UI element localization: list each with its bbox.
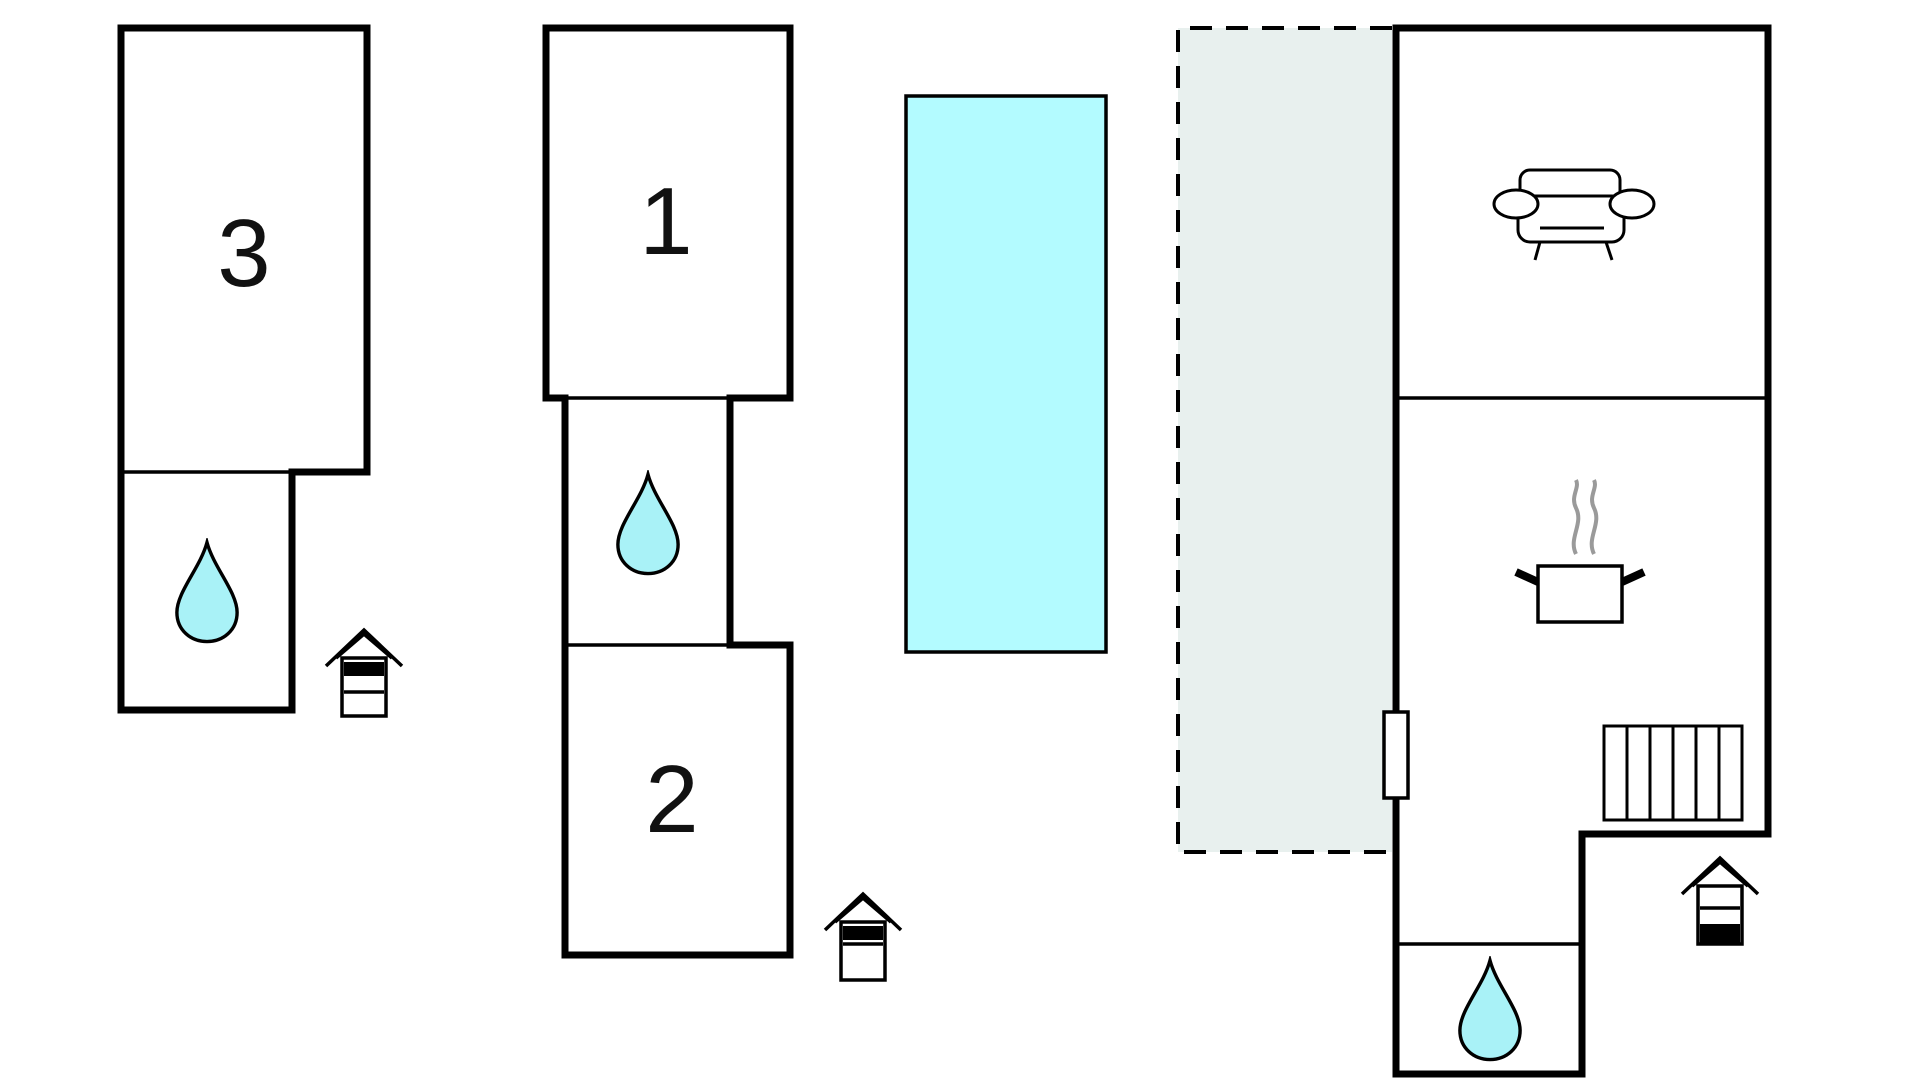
house-entrance-icon [823,892,903,982]
water-drop-icon [175,540,239,644]
building-right-outline [1392,24,1772,1078]
building-left-outline [117,24,371,714]
house-entrance-icon [1680,856,1760,946]
building-left: 3 [117,24,371,714]
sofa-icon [1492,168,1656,261]
house-entrance-icon [324,628,404,718]
sliding-door [1382,710,1410,800]
building-right [1382,24,1772,1078]
terrace-dashed-border [1176,26,1392,854]
room-label-2: 2 [645,746,698,853]
water-drop-icon [616,472,680,576]
cooking-pot-icon [1514,479,1646,624]
staircase-icon [1602,724,1744,822]
building-middle-outline [542,24,794,959]
room-label-3: 3 [217,200,270,307]
water-drop-icon [1458,958,1522,1062]
building-middle: 1 2 [542,24,794,959]
room-label-1: 1 [639,168,692,275]
terrace-area [1178,28,1392,852]
swimming-pool [904,94,1108,654]
